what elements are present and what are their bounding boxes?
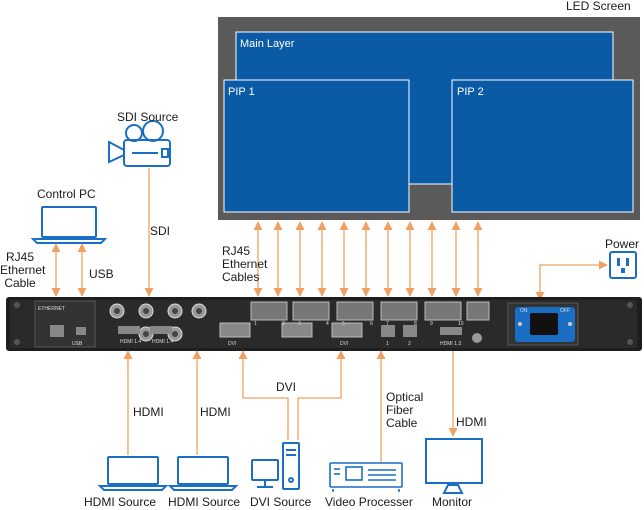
dvi-source-icon [251,442,300,490]
optical-line2: Fiber [386,403,414,417]
pip2-label: PIP 2 [457,86,484,98]
monitor-icon [425,438,483,494]
dvi-cable-a [238,350,289,440]
port-number-5: 5 [342,321,345,327]
hdmi-source-2-icon [167,456,239,491]
port-number-10: 10 [458,321,464,327]
rj45-left-line1: RJ45 [5,250,34,264]
hdmi-source-1-label: HDMI Source [84,495,157,509]
hdmi-source-2-label: HDMI Source [168,495,241,509]
hdmi-cable-1-label: HDMI [133,405,164,419]
video-processer-label: Video Processer [325,495,413,509]
dvi-cable-b [297,350,346,440]
sdi-cable-label: SDI [150,224,171,238]
port-number-4: 4 [326,321,329,327]
usb-port-label: USB [72,341,83,347]
power-off-label: OFF [560,308,570,314]
rj45-left-line2: Ethernet [0,263,46,277]
led-cables [253,221,483,297]
pip1-window [223,79,410,213]
port-number-9: 9 [430,321,433,327]
ethernet-port-label: ETHERNET [38,306,65,312]
sdi-camera-icon [108,120,171,167]
dvi-in-1-label: DVI [228,341,236,347]
monitor-label: Monitor [432,495,473,509]
port-number-6: 6 [370,321,373,327]
hdmi-out-label: HDMI 1.3 [440,341,461,347]
hdmi-source-1-icon [97,456,169,491]
rj45-left-line3: Cable [4,276,36,290]
optical-port-2-label: 2 [408,341,411,347]
hdmi-out-cable-label: HDMI [456,415,487,429]
pip2-window [451,79,634,213]
usb-cable-label: USB [89,267,114,281]
port-number-2: 2 [282,321,285,327]
optical-line1: Optical [386,390,424,404]
pip1-label: PIP 1 [228,86,255,98]
port-number-labels: 1 2 3 4 5 6 7 8 9 10 [254,321,464,327]
port-number-1: 1 [254,321,257,327]
video-processer-icon [329,462,403,492]
port-number-8: 8 [414,321,417,327]
dvi-in-2-label: DVI [340,341,348,347]
power-socket-icon [609,251,637,279]
led-screen-title: LED Screen [566,0,631,13]
power-cable [535,260,608,301]
port-number-3: 3 [298,321,301,327]
optical-port-1-label: 1 [386,341,389,347]
rj45-right-line2: Ethernet [222,257,268,271]
port-number-7: 7 [386,321,389,327]
rj45-right-line3: Cables [222,270,260,284]
control-pc-label: Control PC [37,187,96,201]
dvi-cable-label: DVI [276,380,297,394]
led-screen [218,17,640,220]
hdmi-cable-2-label: HDMI [200,405,231,419]
dvi-source-label: DVI Source [250,495,312,509]
power-label: Power [605,237,640,251]
hdmi-in-1-label: HDMI 1.4 [120,339,141,345]
control-pc-icon [30,206,108,244]
sdi-source-label: SDI Source [117,110,179,124]
power-on-label: ON [520,308,528,314]
main-layer-label: Main Layer [240,38,295,50]
rj45-right-line1: RJ45 [222,244,251,258]
processor-chassis [6,297,642,351]
hdmi-in-2-label: HDMI 1.4 [152,339,173,345]
optical-line3: Cable [386,416,418,430]
